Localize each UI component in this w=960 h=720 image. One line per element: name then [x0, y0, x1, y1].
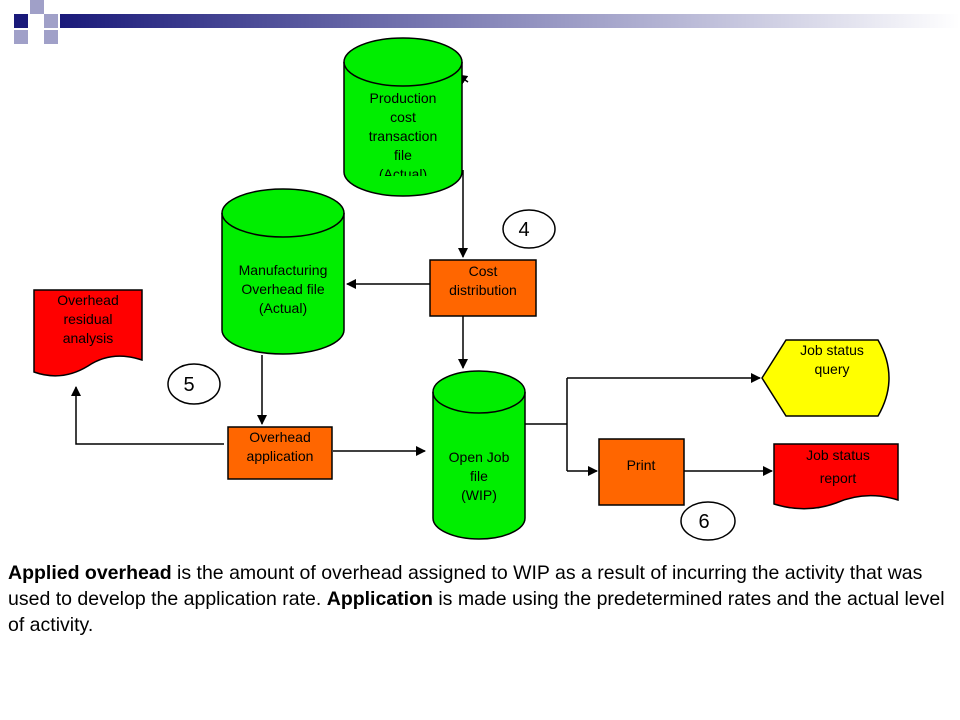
- open-job-file: Open Job file (WIP): [432, 370, 526, 540]
- cost-distribution-label-line1: Cost: [469, 263, 498, 279]
- job-status-report-label-line2: report: [820, 470, 857, 486]
- header-square-light: [30, 0, 44, 14]
- overhead-residual-document: [33, 289, 143, 377]
- step-number-4: 4: [518, 219, 529, 241]
- step-number-5: 5: [183, 374, 194, 396]
- step-marker-4: 4: [502, 209, 556, 249]
- overhead-residual-label-line2: residual: [63, 311, 112, 327]
- job-status-query-label-line2: query: [814, 361, 849, 377]
- step-marker-6: 6: [680, 501, 736, 541]
- print-process: Print: [598, 438, 685, 506]
- cost-distribution-box: [429, 259, 537, 317]
- flowchart: Production cost transaction file (Actual…: [33, 37, 899, 541]
- open-job-file-label-line3: (WIP): [461, 487, 497, 503]
- overhead-residual-label-line3: analysis: [63, 330, 114, 346]
- manufacturing-file-label-line2: Overhead file: [241, 281, 324, 297]
- header-square-light: [44, 14, 58, 28]
- caption-text-2: is made using the predetermined rates an…: [8, 588, 945, 636]
- manufacturing-file-label-line3: (Actual): [259, 300, 307, 316]
- cost-distribution-label-line2: distribution: [449, 282, 517, 298]
- open-job-file-label-line1: Open Job: [449, 449, 510, 465]
- header-square-dark: [44, 30, 58, 44]
- production-file-cylinder: [343, 37, 463, 197]
- overhead-application-box: [227, 426, 333, 480]
- production-file-label-line5: (Actual): [379, 166, 427, 182]
- print-label: Print: [627, 457, 656, 473]
- overhead-application-label-line2: application: [247, 448, 314, 464]
- step-number-6: 6: [698, 511, 709, 533]
- production-file-label-line4: file: [394, 147, 412, 163]
- job-status-report: Job status report: [773, 443, 899, 510]
- arrow-to-job-status-query: [566, 378, 760, 471]
- production-cost-transaction-file: Production cost transaction file (Actual…: [343, 37, 463, 197]
- overhead-application-process: Overhead application: [227, 426, 333, 480]
- manufacturing-file-rim: [221, 212, 345, 238]
- manufacturing-file-label-line1: Manufacturing: [239, 262, 328, 278]
- arrow-to-overhead-residual: [71, 386, 224, 445]
- manufacturing-overhead-file: Manufacturing Overhead file (Actual): [221, 188, 345, 355]
- caption-term-application: Application: [326, 588, 433, 610]
- production-file-label-line1: Production: [370, 90, 437, 106]
- caption-paragraph: Applied overhead is the amount of overhe…: [8, 560, 948, 638]
- production-file-label-line3: transaction: [369, 128, 437, 144]
- step-marker-5: 5: [167, 363, 221, 405]
- header-square-dark: [14, 14, 28, 28]
- job-status-report-document: [773, 443, 899, 510]
- print-box: [598, 438, 685, 506]
- header-gradient-bar: [60, 14, 960, 28]
- job-status-query-label-line1: Job status: [800, 342, 864, 358]
- cost-distribution-process: Cost distribution: [429, 259, 537, 317]
- open-job-file-cylinder: [432, 370, 526, 540]
- production-file-label-line2: cost: [390, 109, 416, 125]
- header-decoration: [14, 0, 960, 44]
- overhead-application-label-line1: Overhead: [249, 429, 310, 445]
- job-status-query-display: [761, 339, 890, 417]
- overhead-residual-label-line1: Overhead: [57, 292, 118, 308]
- production-file-rim: [343, 61, 463, 87]
- caption-term-applied-overhead: Applied overhead: [8, 562, 172, 584]
- manufacturing-file-cylinder: [221, 188, 345, 355]
- job-status-query: Job status query: [761, 339, 890, 417]
- header-square-light: [14, 30, 28, 44]
- open-job-file-rim: [432, 391, 526, 414]
- caption-text-1: is the amount of overhead assigned to WI…: [8, 562, 923, 610]
- connectors: [71, 74, 773, 476]
- overhead-residual-analysis: Overhead residual analysis: [33, 289, 143, 377]
- job-status-report-label-line1: Job status: [806, 447, 870, 463]
- open-job-file-label-line2: file: [470, 468, 488, 484]
